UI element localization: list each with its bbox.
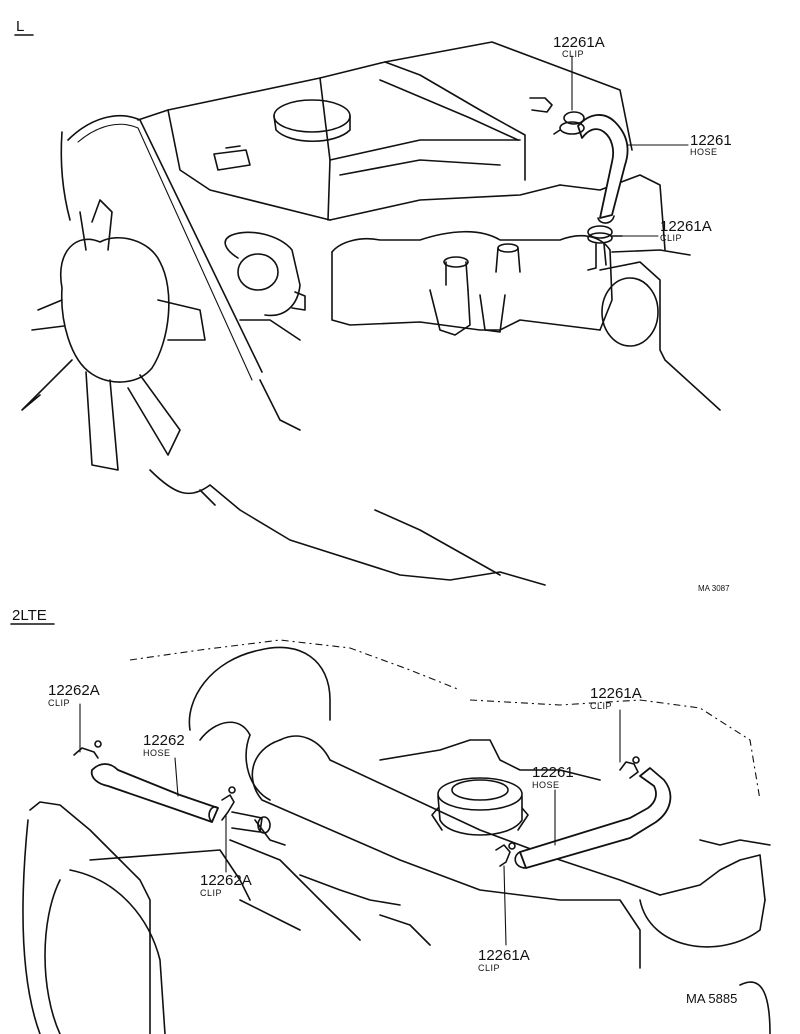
clip-12262a-right xyxy=(221,786,236,821)
section-2lte-label: 2LTE xyxy=(12,607,47,624)
engine-right-2lte xyxy=(379,739,771,1034)
callout-2lte-2-part: 12262 xyxy=(143,732,185,749)
callout-2lte-5-part: 12261 xyxy=(532,764,574,781)
clip-12261a-lower-2lte xyxy=(495,842,516,867)
section-l-label: L xyxy=(16,18,24,35)
hose-12261-2lte xyxy=(514,767,672,869)
callout-l-2-part: 12261 xyxy=(690,132,732,149)
callout-2lte-2-desc: HOSE xyxy=(143,748,171,758)
section-2lte-drawing: 2LTE xyxy=(10,607,771,1034)
callout-l-3-desc: CLIP xyxy=(660,233,682,243)
engine-fan xyxy=(21,199,206,471)
dashed-outline-right xyxy=(469,699,761,801)
callout-2lte-6-part: 12261A xyxy=(478,947,530,964)
callout-2lte-3-part: 12262A xyxy=(200,872,252,889)
callout-l-2-desc: HOSE xyxy=(690,147,718,157)
callout-2lte-6-desc: CLIP xyxy=(478,963,500,973)
leader-2lte-2 xyxy=(174,757,179,797)
section-l-drawing: L xyxy=(14,18,732,593)
hose-12261-l xyxy=(577,114,629,224)
callout-2lte-4-desc: CLIP xyxy=(590,701,612,711)
callout-2lte-5-desc: HOSE xyxy=(532,780,560,790)
leader-2lte-6 xyxy=(503,865,507,946)
callout-l-1-desc: CLIP xyxy=(562,49,584,59)
engine-left-2lte xyxy=(22,801,361,1034)
intake-pipe xyxy=(188,646,661,969)
clip-12262a-left xyxy=(73,740,102,759)
ref-code-2lte: MA 5885 xyxy=(686,991,737,1006)
engine-block-l xyxy=(137,41,721,586)
callout-2lte-1-part: 12262A xyxy=(48,682,100,699)
filler-cap-2lte xyxy=(431,777,529,836)
dashed-outline-top xyxy=(129,639,461,691)
callout-l-3-part: 12261A xyxy=(660,218,712,235)
clip-12261a-upper-l xyxy=(529,97,585,135)
clip-12261a-upper-2lte xyxy=(619,756,640,779)
clip-12261a-lower-l xyxy=(587,225,623,271)
callout-l-1-part: 12261A xyxy=(553,34,605,51)
callout-2lte-1-desc: CLIP xyxy=(48,698,70,708)
callout-2lte-4-part: 12261A xyxy=(590,685,642,702)
ref-code-l: MA 3087 xyxy=(698,584,730,593)
callout-2lte-3-desc: CLIP xyxy=(200,888,222,898)
hose-12262 xyxy=(90,763,271,834)
